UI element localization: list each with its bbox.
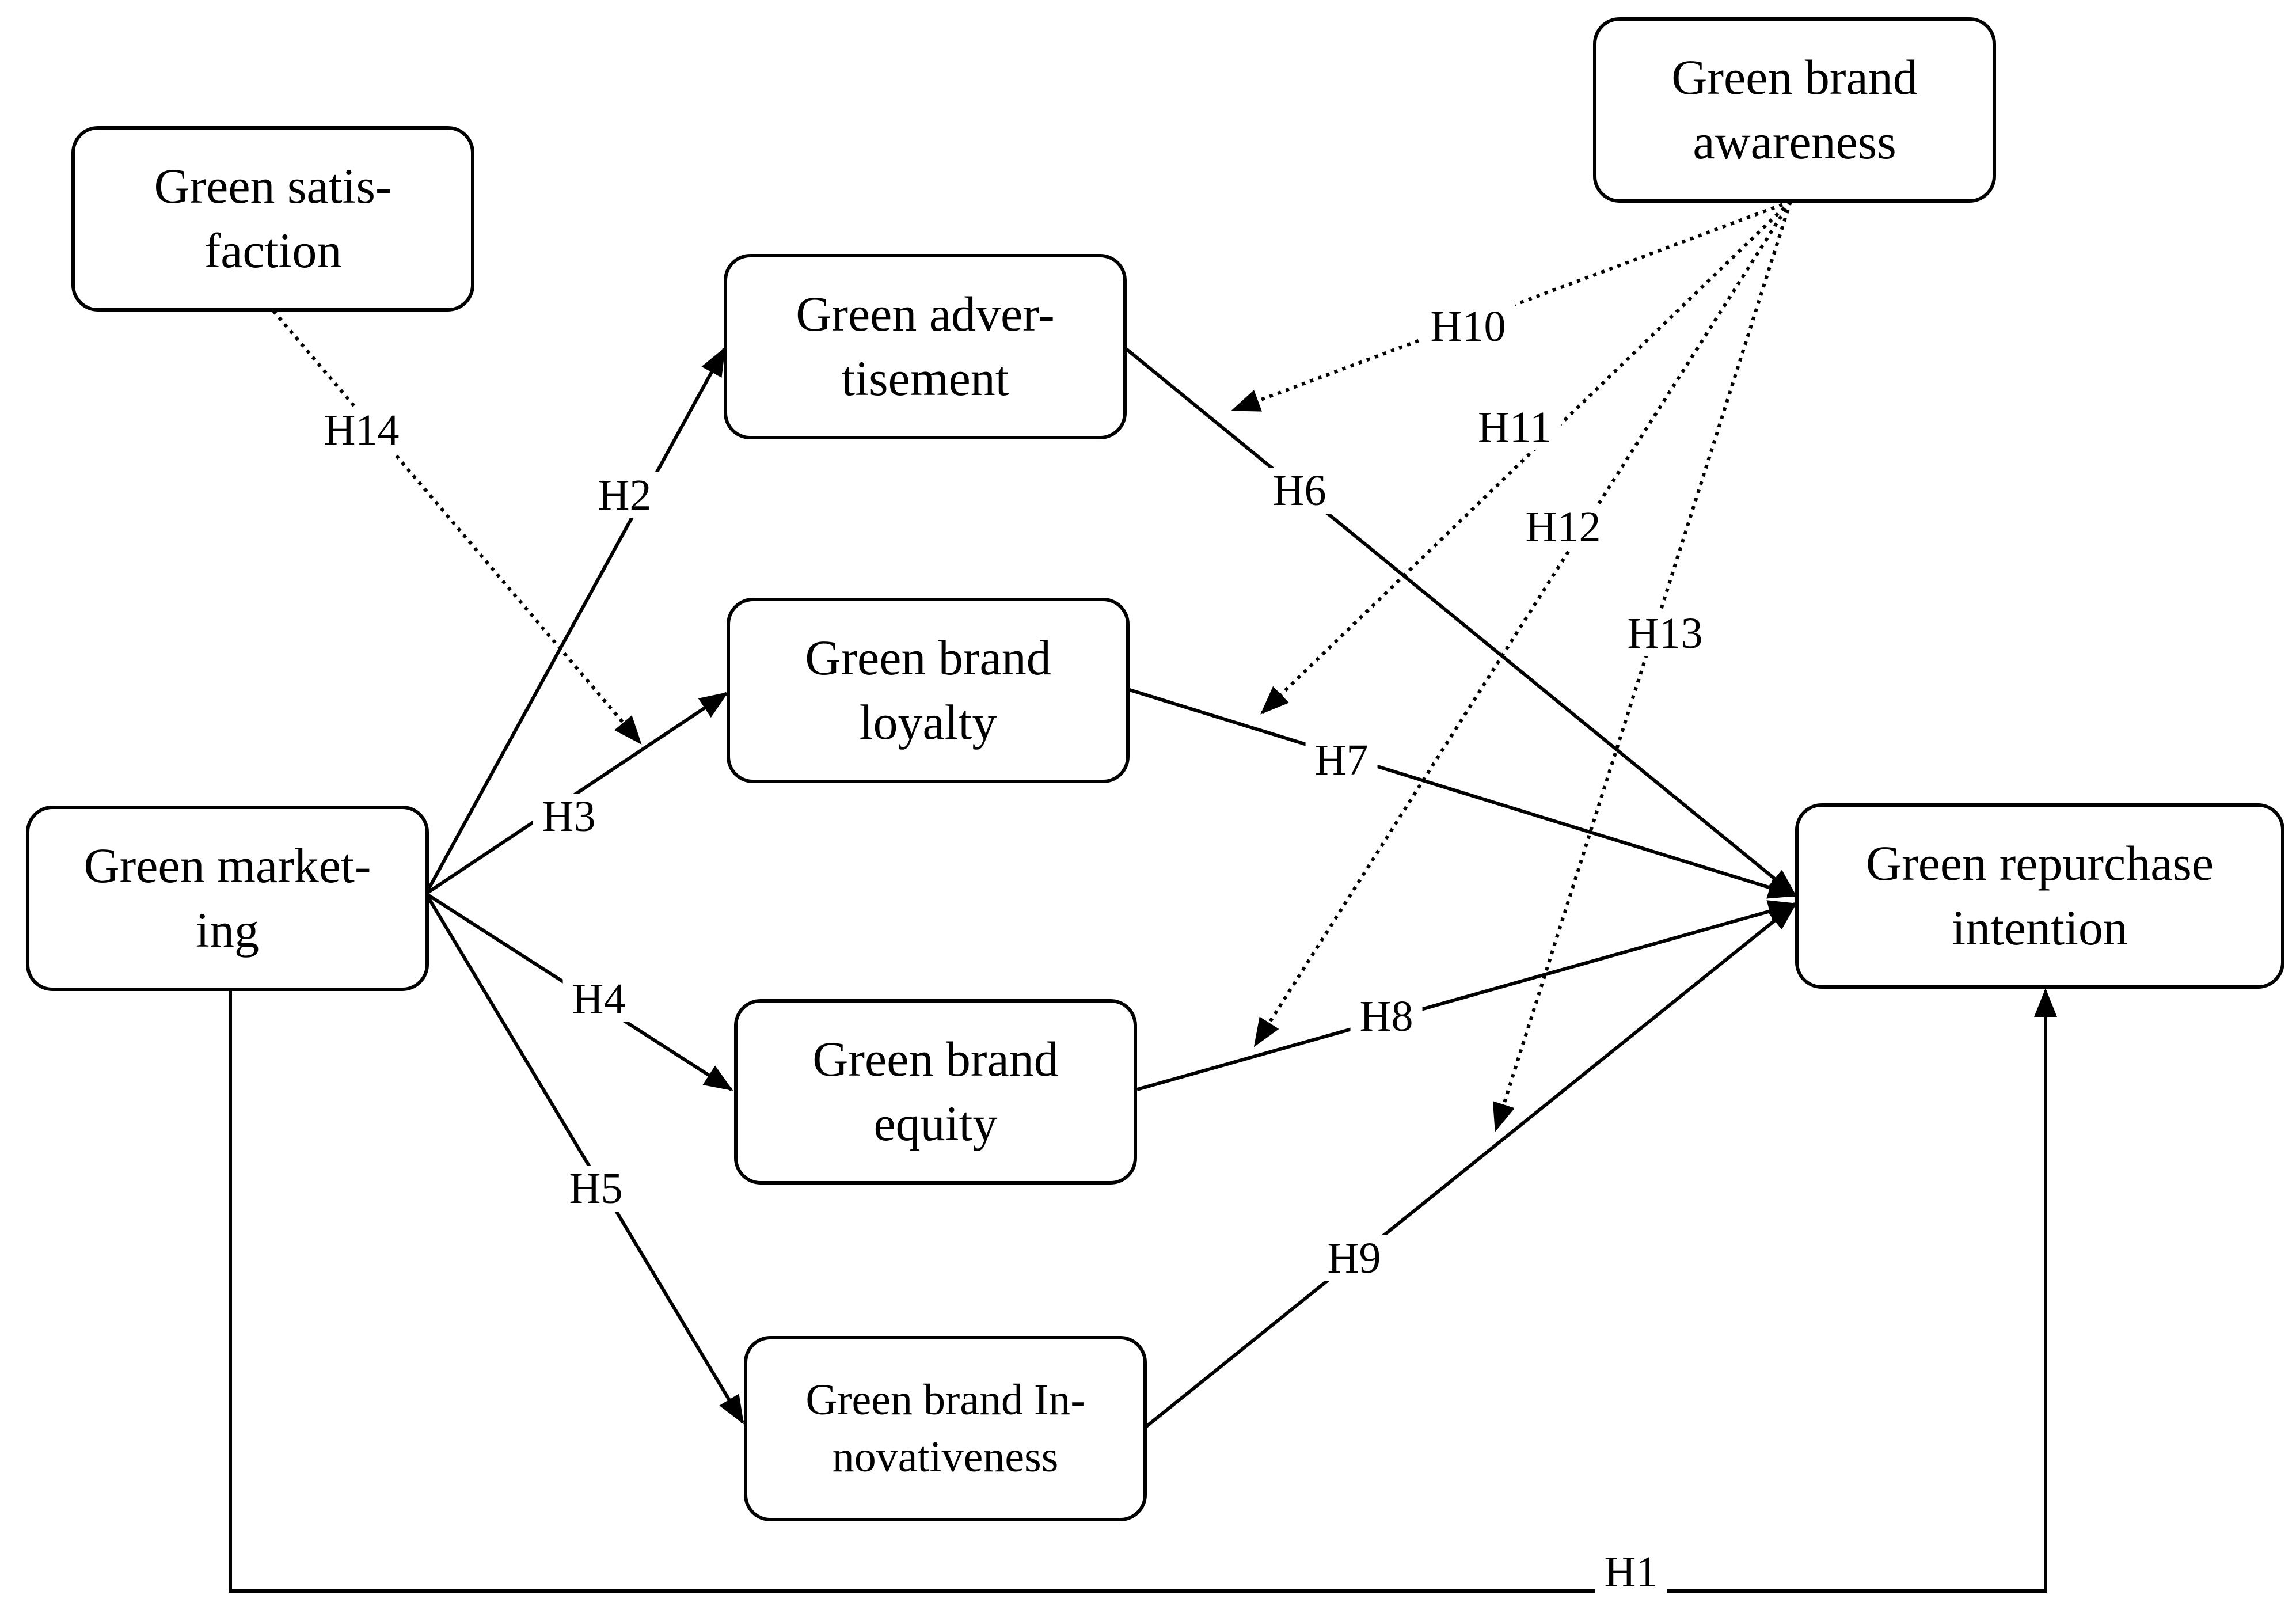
edge-h12 — [1253, 200, 1792, 1047]
node-green-brand-loyalty: Green brand loyalty — [727, 598, 1130, 783]
node-green-advertisement: Green adver- tisement — [724, 254, 1127, 439]
label-h11: H11 — [1468, 404, 1561, 450]
label-h2: H2 — [588, 472, 661, 518]
node-green-brand-innovativeness-line2: novativeness — [832, 1433, 1059, 1481]
label-h4: H4 — [562, 976, 635, 1022]
label-h1: H1 — [1595, 1549, 1667, 1595]
edge-h6 — [1124, 347, 1797, 897]
node-green-brand-equity-line2: equity — [873, 1096, 998, 1151]
label-h5: H5 — [560, 1166, 632, 1212]
label-h9: H9 — [1318, 1235, 1390, 1281]
node-green-marketing-line1: Green market- — [83, 838, 371, 894]
label-h3: H3 — [533, 794, 605, 840]
node-green-brand-equity: Green brand equity — [734, 999, 1137, 1185]
node-green-brand-innovativeness: Green brand In- novativeness — [744, 1336, 1147, 1521]
edge-h11 — [1260, 200, 1792, 715]
node-green-brand-awareness-line1: Green brand — [1671, 50, 1918, 105]
edge-h2 — [424, 347, 726, 895]
edge-h8 — [1136, 900, 1797, 1091]
edge-h5 — [424, 893, 744, 1425]
node-green-marketing: Green market- ing — [26, 806, 429, 991]
node-green-satisfaction: Green satis- faction — [71, 126, 474, 312]
node-green-advertisement-line2: tisement — [841, 351, 1009, 406]
edge-h9 — [1145, 902, 1797, 1429]
node-green-brand-equity-line1: Green brand — [812, 1031, 1059, 1087]
node-green-brand-awareness-line2: awareness — [1693, 114, 1896, 169]
edge-h14 — [272, 310, 642, 745]
label-h10: H10 — [1421, 303, 1515, 350]
node-green-repurchase-intention-line1: Green repurchase — [1865, 836, 2214, 891]
node-green-brand-loyalty-line1: Green brand — [805, 630, 1051, 686]
edge-h7 — [1129, 688, 1797, 899]
node-green-repurchase-intention-line2: intention — [1952, 900, 2128, 955]
node-green-brand-awareness: Green brand awareness — [1593, 17, 1996, 203]
label-h6: H6 — [1263, 468, 1336, 514]
label-h12: H12 — [1516, 504, 1610, 550]
node-green-marketing-line2: ing — [196, 902, 259, 958]
label-h14: H14 — [314, 407, 409, 453]
node-green-brand-innovativeness-line1: Green brand In- — [805, 1376, 1085, 1425]
label-h8: H8 — [1350, 993, 1423, 1039]
edge-h1 — [229, 988, 2057, 1593]
node-green-advertisement-line1: Green adver- — [796, 286, 1055, 342]
node-green-satisfaction-line1: Green satis- — [154, 158, 392, 214]
node-green-brand-loyalty-line2: loyalty — [859, 694, 997, 750]
label-h7: H7 — [1305, 737, 1378, 783]
edge-h13 — [1492, 201, 1792, 1132]
label-h13: H13 — [1618, 610, 1712, 656]
node-green-satisfaction-line2: faction — [204, 223, 342, 278]
node-green-repurchase-intention: Green repurchase intention — [1795, 803, 2284, 989]
